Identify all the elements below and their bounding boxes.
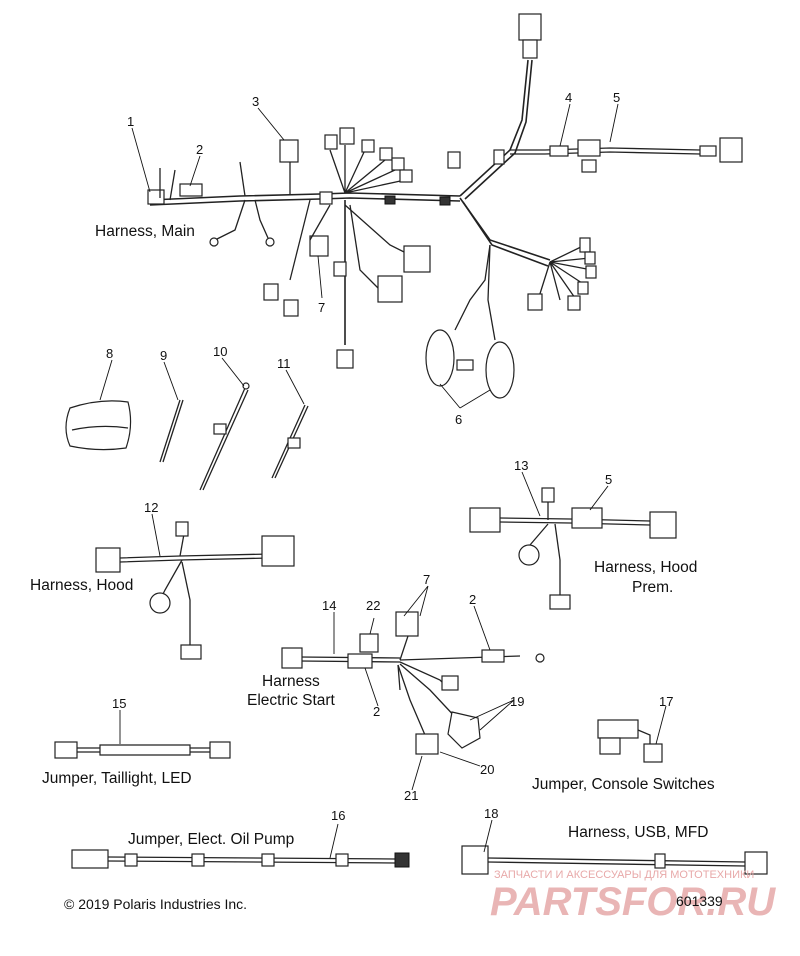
diagram-number: 601339	[676, 893, 723, 909]
callout-2-lower: 2	[373, 704, 380, 719]
callout-12: 12	[144, 500, 158, 515]
label-jumper-taillight: Jumper, Taillight, LED	[42, 770, 192, 787]
harness-hood-drawing	[95, 521, 295, 660]
watermark-brand: PARTSFOR.RU	[490, 880, 776, 924]
callout-20: 20	[480, 762, 494, 777]
callout-10: 10	[213, 344, 227, 359]
label-harness-usb: Harness, USB, MFD	[568, 824, 708, 841]
callout-21: 21	[404, 788, 418, 803]
callout-8: 8	[106, 346, 113, 361]
callout-1: 1	[127, 114, 134, 129]
harness-electric-start-drawing	[281, 611, 545, 755]
callout-9: 9	[160, 348, 167, 363]
callout-7: 7	[318, 300, 325, 315]
callout-17: 17	[659, 694, 673, 709]
callout-22: 22	[366, 598, 380, 613]
callout-6: 6	[455, 412, 462, 427]
main-harness-drawing	[147, 13, 743, 399]
callout-11: 11	[277, 356, 291, 371]
callout-19: 19	[510, 694, 524, 709]
jumper-oil-pump-drawing	[71, 849, 410, 869]
callout-13: 13	[514, 458, 528, 473]
callout-5-hood-prem: 5	[605, 472, 612, 487]
callout-numbers: 1 2 3 4 5 6 7 8 9 10 11 12 13 5 7 2 14 2…	[106, 90, 673, 823]
small-parts-drawing	[65, 382, 309, 491]
callout-5: 5	[613, 90, 620, 105]
label-harness-electric-start: Harness	[262, 673, 320, 690]
callout-2: 2	[196, 142, 203, 157]
harness-hood-prem-drawing	[469, 487, 677, 610]
footer: © 2019 Polaris Industries Inc. 601339	[64, 893, 723, 912]
watermark-tagline: ЗАПЧАСТИ И АКСЕССУАРЫ ДЛЯ МОТОТЕХНИКИ	[494, 869, 754, 881]
label-jumper-oil-pump: Jumper, Elect. Oil Pump	[128, 831, 294, 848]
harness-usb-drawing	[461, 845, 768, 875]
copyright-text: © 2019 Polaris Industries Inc.	[64, 896, 247, 912]
watermark: ЗАПЧАСТИ И АКСЕССУАРЫ ДЛЯ МОТОТЕХНИКИ PA…	[490, 869, 776, 924]
callout-3: 3	[252, 94, 259, 109]
assembly-labels: Harness, Main Harness, Hood Harness, Hoo…	[30, 223, 715, 848]
jumper-console-drawing	[597, 719, 663, 763]
label-harness-hood: Harness, Hood	[30, 577, 133, 594]
callout-4: 4	[565, 90, 572, 105]
label-harness-hood-prem: Harness, Hood	[594, 559, 697, 576]
callout-15: 15	[112, 696, 126, 711]
jumper-taillight-drawing	[54, 741, 231, 759]
label-jumper-console: Jumper, Console Switches	[532, 776, 715, 793]
callout-14: 14	[322, 598, 336, 613]
leader-lines	[99, 103, 667, 859]
callout-7-electric-start: 7	[423, 572, 430, 587]
callout-2-electric-start: 2	[469, 592, 476, 607]
label-harness-main: Harness, Main	[95, 223, 195, 240]
callout-16: 16	[331, 808, 345, 823]
label-harness-electric-start-line2: Electric Start	[247, 692, 336, 709]
callout-18: 18	[484, 806, 498, 821]
label-harness-hood-prem-line2: Prem.	[632, 579, 673, 596]
